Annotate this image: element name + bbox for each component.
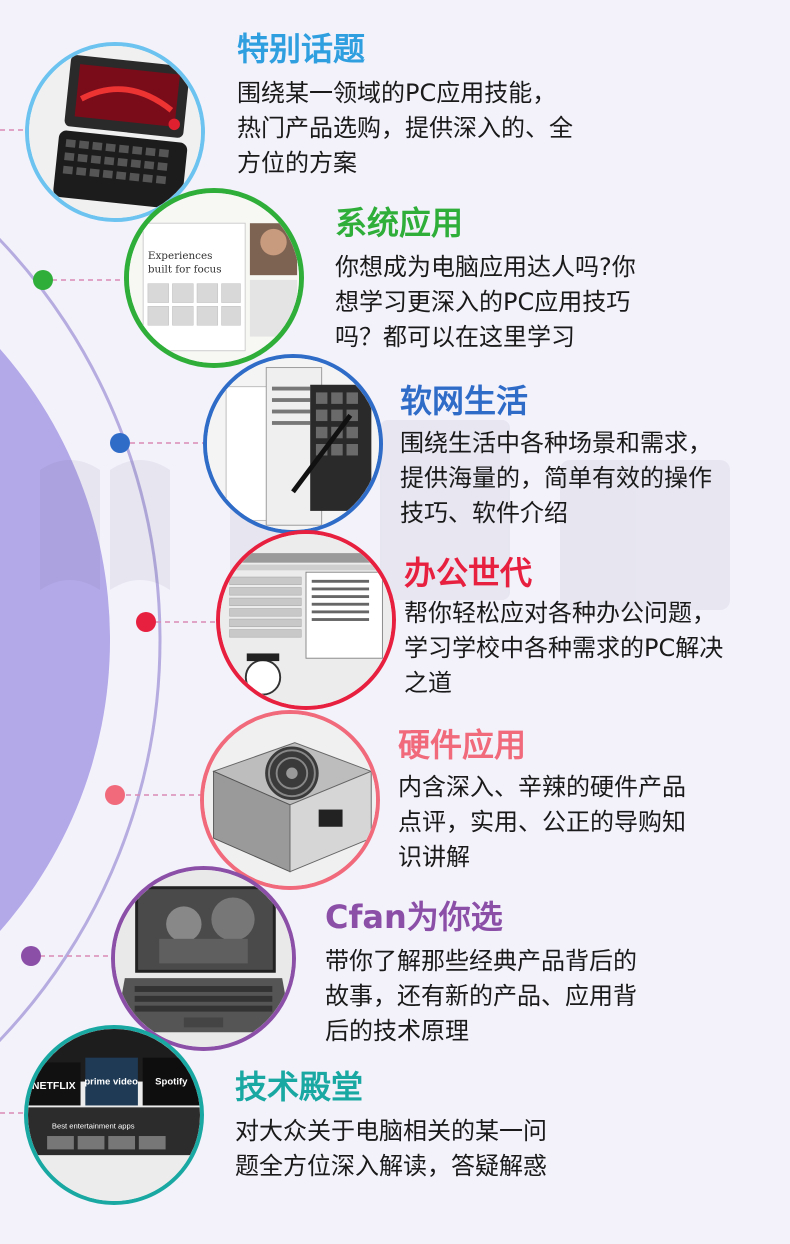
description-line: 方位的方案 [237,149,357,177]
section-title: 软网生活 [400,382,529,420]
section-title: 硬件应用 [398,726,527,764]
soft-life-image [203,354,383,534]
description-line: 学习学校中各种需求的PC解决 [404,634,724,662]
section-description: 内含深入、辛辣的硬件产品 点评，实用、公正的导购知 识讲解 [398,770,686,875]
timeline-dot [105,785,125,805]
section-description: 围绕某一领域的PC应用技能， 热门产品选购，提供深入的、全 方位的方案 [237,76,573,181]
tile-text: NETFLIX [32,1080,76,1092]
timeline-dot [21,946,41,966]
description-line: 帮你轻松应对各种办公问题， [404,599,716,627]
description-line: 带你了解那些经典产品背后的 [325,947,637,975]
screen-text: Best entertainment apps [52,1121,135,1130]
timeline-dot [136,612,156,632]
timeline-dot [110,433,130,453]
description-line: 之道 [404,669,452,697]
section-title: 特别话题 [237,30,366,68]
tile-text: Spotify [155,1076,188,1087]
description-line: 题全方位深入解读，答疑解惑 [235,1152,547,1180]
description-line: 想学习更深入的PC应用技巧 [335,288,631,316]
hardware-image [200,710,380,890]
description-line: 提供海量的，简单有效的操作 [400,464,712,492]
description-line: 识讲解 [398,843,470,871]
section-description: 你想成为电脑应用达人吗?你 想学习更深入的PC应用技巧 吗？都可以在这里学习 [335,250,636,355]
office-image [216,530,396,710]
description-line: 你想成为电脑应用达人吗?你 [335,253,636,281]
screen-text: built for focus [148,263,222,275]
cfan-picks-image [111,866,296,1051]
screen-text: Experiences [148,250,213,262]
special-topic-image [25,42,205,222]
section-title: 技术殿堂 [235,1068,364,1106]
large-purple-circle [0,349,110,931]
section-description: 对大众关于电脑相关的某一问 题全方位深入解读，答疑解惑 [235,1114,547,1184]
description-line: 围绕某一领域的PC应用技能， [237,79,557,107]
system-apps-image: Experiences built for focus [124,188,304,368]
tech-hall-image: NETFLIX prime video Spotify Best enterta… [24,1025,204,1205]
description-line: 内含深入、辛辣的硬件产品 [398,773,686,801]
connector-lines [0,129,218,1114]
description-line: 热门产品选购，提供深入的、全 [237,114,573,142]
description-line: 点评，实用、公正的导购知 [398,808,686,836]
description-line: 吗？都可以在这里学习 [335,323,575,351]
description-line: 故事，还有新的产品、应用背 [325,982,637,1010]
description-line: 围绕生活中各种场景和需求， [400,429,712,457]
section-description: 帮你轻松应对各种办公问题， 学习学校中各种需求的PC解决 之道 [404,596,723,701]
description-line: 技巧、软件介绍 [400,499,568,527]
tile-text: prime video [84,1076,138,1087]
timeline-dot [33,270,53,290]
section-title: 系统应用 [335,204,464,242]
description-line: 对大众关于电脑相关的某一问 [235,1117,547,1145]
section-description: 带你了解那些经典产品背后的 故事，还有新的产品、应用背 后的技术原理 [325,944,637,1049]
section-description: 围绕生活中各种场景和需求， 提供海量的，简单有效的操作 技巧、软件介绍 [400,426,712,531]
description-line: 后的技术原理 [325,1017,469,1045]
orbit-arc [0,237,162,1043]
section-title: 办公世代 [404,554,533,592]
section-title: Cfan为你选 [325,898,503,936]
